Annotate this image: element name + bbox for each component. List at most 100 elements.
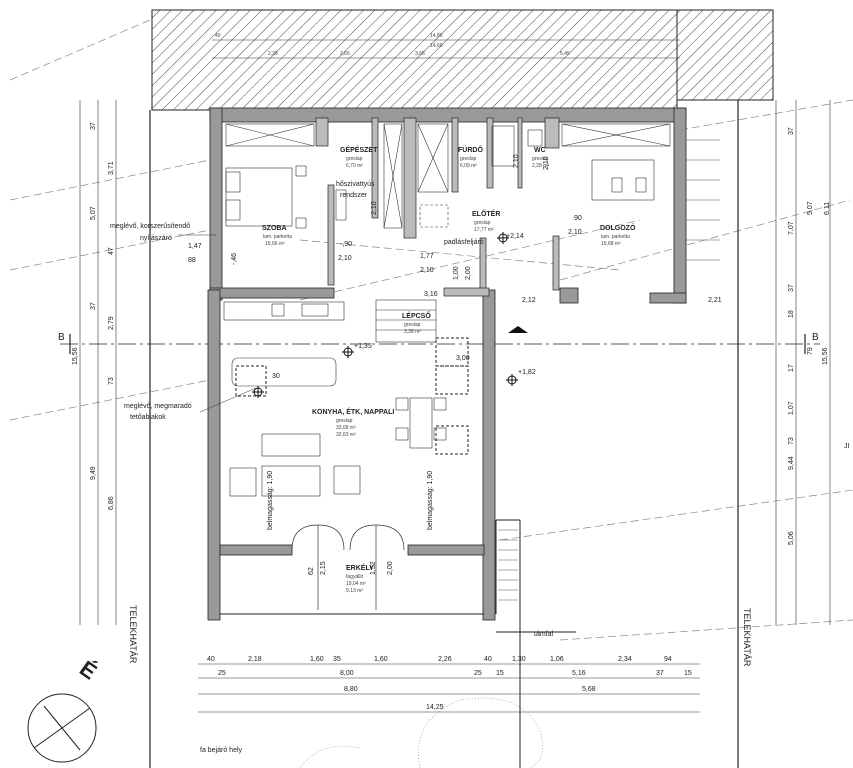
vegetation-dotted <box>299 697 543 768</box>
svg-text:14,86: 14,86 <box>430 33 443 39</box>
svg-text:40: 40 <box>484 656 492 663</box>
svg-text:7,07: 7,07 <box>788 221 795 235</box>
svg-text:9,13 m²: 9,13 m² <box>346 588 363 594</box>
section-label-right: B <box>812 332 819 343</box>
property-lines <box>149 100 739 768</box>
svg-text:9,49: 9,49 <box>90 466 97 480</box>
wardrobe-boxes <box>225 123 671 229</box>
svg-text:9,44: 9,44 <box>788 456 795 470</box>
north-label: É <box>75 656 101 685</box>
north-arrow-icon: É <box>27 656 102 763</box>
svg-text:FÜRDŐ: FÜRDŐ <box>458 145 483 154</box>
hatched-roof-band <box>151 9 774 111</box>
svg-text:73: 73 <box>788 437 795 445</box>
svg-text:37: 37 <box>90 302 97 310</box>
svg-text:fa bejáró hely: fa bejáró hely <box>200 747 243 754</box>
svg-text:meglévő, megmaradó: meglévő, megmaradó <box>124 403 192 410</box>
svg-text:2,28: 2,28 <box>268 51 278 57</box>
svg-text:5,06: 5,06 <box>788 531 795 545</box>
svg-text:8,80: 8,80 <box>344 686 358 693</box>
outer-walls <box>207 107 687 621</box>
svg-text:30: 30 <box>272 373 280 380</box>
svg-text:2,10: 2,10 <box>513 154 520 168</box>
svg-text:2,15: 2,15 <box>320 561 327 575</box>
balcony-outline <box>220 519 576 768</box>
svg-text:ERKÉLY: ERKÉLY <box>346 563 374 572</box>
svg-text:GÉPÉSZET: GÉPÉSZET <box>340 145 378 154</box>
room-labels: SZOBA lam. parketta 15,66 m² GÉPÉSZET gr… <box>262 145 636 594</box>
svg-text:2,10: 2,10 <box>420 267 434 274</box>
svg-text:-,46: -,46 <box>231 253 238 265</box>
svg-text:40: 40 <box>215 33 221 39</box>
svg-text:15,56: 15,56 <box>72 347 79 365</box>
svg-text:LÉPCSŐ: LÉPCSŐ <box>402 311 431 320</box>
right-dimensions: 37 7,07 37 15,56 9,44 5,07 6,11 18 79 17… <box>788 127 831 545</box>
annotations: meglévő, korszerűsítendő nyílászáró megl… <box>110 181 850 754</box>
svg-text:3,66: 3,66 <box>415 51 425 57</box>
svg-text:1,30: 1,30 <box>512 656 526 663</box>
svg-text:2,18: 2,18 <box>248 656 262 663</box>
svg-text:lam. parketta: lam. parketta <box>263 234 292 240</box>
svg-text:greslap: greslap <box>346 156 363 162</box>
outdoor-stairs <box>498 529 518 601</box>
bottom-dimensions: 40 2,18 1,60 35 1,60 2,26 40 1,30 1,06 2… <box>207 656 692 711</box>
left-dimensions: 37 5,07 37 15,56 9,49 3,71 47 2,79 73 6,… <box>72 122 115 510</box>
svg-text:greslap: greslap <box>336 418 353 424</box>
svg-text:37: 37 <box>656 670 664 677</box>
svg-text:támfal: támfal <box>534 631 554 638</box>
svg-text:DOLGOZÓ: DOLGOZÓ <box>600 223 636 232</box>
svg-text:5,07: 5,07 <box>90 206 97 220</box>
svg-text:2,21: 2,21 <box>708 297 722 304</box>
svg-text:1,06: 1,06 <box>550 656 564 663</box>
svg-text:3,00: 3,00 <box>456 355 470 362</box>
svg-text:rendszer: rendszer <box>340 192 368 199</box>
svg-text:ELŐTÉR: ELŐTÉR <box>472 209 500 218</box>
svg-text:90: 90 <box>574 215 582 222</box>
svg-text:17,77 m²: 17,77 m² <box>474 227 494 233</box>
section-label-left: B <box>58 332 65 343</box>
furniture <box>223 125 655 497</box>
svg-text:2,10: 2,10 <box>338 255 352 262</box>
svg-text:6,86: 6,86 <box>108 496 115 510</box>
interior-dimensions: 1,47 88 -,90 2,10 1,77 2,10 1,00 2,00 2,… <box>188 154 722 575</box>
svg-text:15,68 m²: 15,68 m² <box>601 241 621 247</box>
svg-text:62: 62 <box>308 567 315 575</box>
svg-text:padlásfeljáró: padlásfeljáró <box>444 239 484 246</box>
svg-text:+1,82: +1,82 <box>518 369 536 376</box>
telekhatar-right-label: TELEKHATÁR <box>742 608 752 667</box>
svg-text:15: 15 <box>684 670 692 677</box>
svg-text:belmagasság: 1,90: belmagasság: 1,90 <box>427 471 434 530</box>
svg-text:40: 40 <box>207 656 215 663</box>
svg-text:1,60: 1,60 <box>374 656 388 663</box>
svg-text:14,25: 14,25 <box>426 704 444 711</box>
svg-text:2,34: 2,34 <box>618 656 632 663</box>
svg-text:33,68 m²: 33,68 m² <box>336 425 356 431</box>
svg-text:lam. parketta: lam. parketta <box>601 234 630 240</box>
svg-text:79: 79 <box>807 347 814 355</box>
right-side-stairs <box>686 139 720 261</box>
entry-arrow-icon <box>508 326 528 333</box>
svg-text:15: 15 <box>496 670 504 677</box>
svg-text:18: 18 <box>788 310 795 318</box>
svg-text:8,00: 8,00 <box>340 670 354 677</box>
svg-text:88: 88 <box>188 257 196 264</box>
svg-text:hőszivattyús: hőszivattyús <box>336 181 375 188</box>
svg-text:KONYHA, ÉTK, NAPPALI: KONYHA, ÉTK, NAPPALI <box>312 407 394 416</box>
svg-text:73: 73 <box>108 377 115 385</box>
svg-text:greslap: greslap <box>460 156 477 162</box>
svg-text:14,60: 14,60 <box>430 43 443 49</box>
section-line-b: B B <box>58 332 820 354</box>
top-dimensions: 40 2,28 2,66 3,66 5,45 14,86 14,60 <box>215 33 570 57</box>
svg-text:5,07: 5,07 <box>807 201 814 215</box>
svg-text:2,28 m²: 2,28 m² <box>532 163 549 169</box>
svg-text:2,12: 2,12 <box>522 297 536 304</box>
svg-text:1,52: 1,52 <box>370 561 377 575</box>
svg-text:+1,35: +1,35 <box>354 343 372 350</box>
svg-text:meglévő, korszerűsítendő: meglévő, korszerűsítendő <box>110 223 190 230</box>
svg-text:5,68: 5,68 <box>582 686 596 693</box>
level-markers <box>252 232 518 398</box>
svg-text:1,00: 1,00 <box>453 266 460 280</box>
svg-text:2,26: 2,26 <box>438 656 452 663</box>
svg-text:6,09 m²: 6,09 m² <box>460 163 477 169</box>
